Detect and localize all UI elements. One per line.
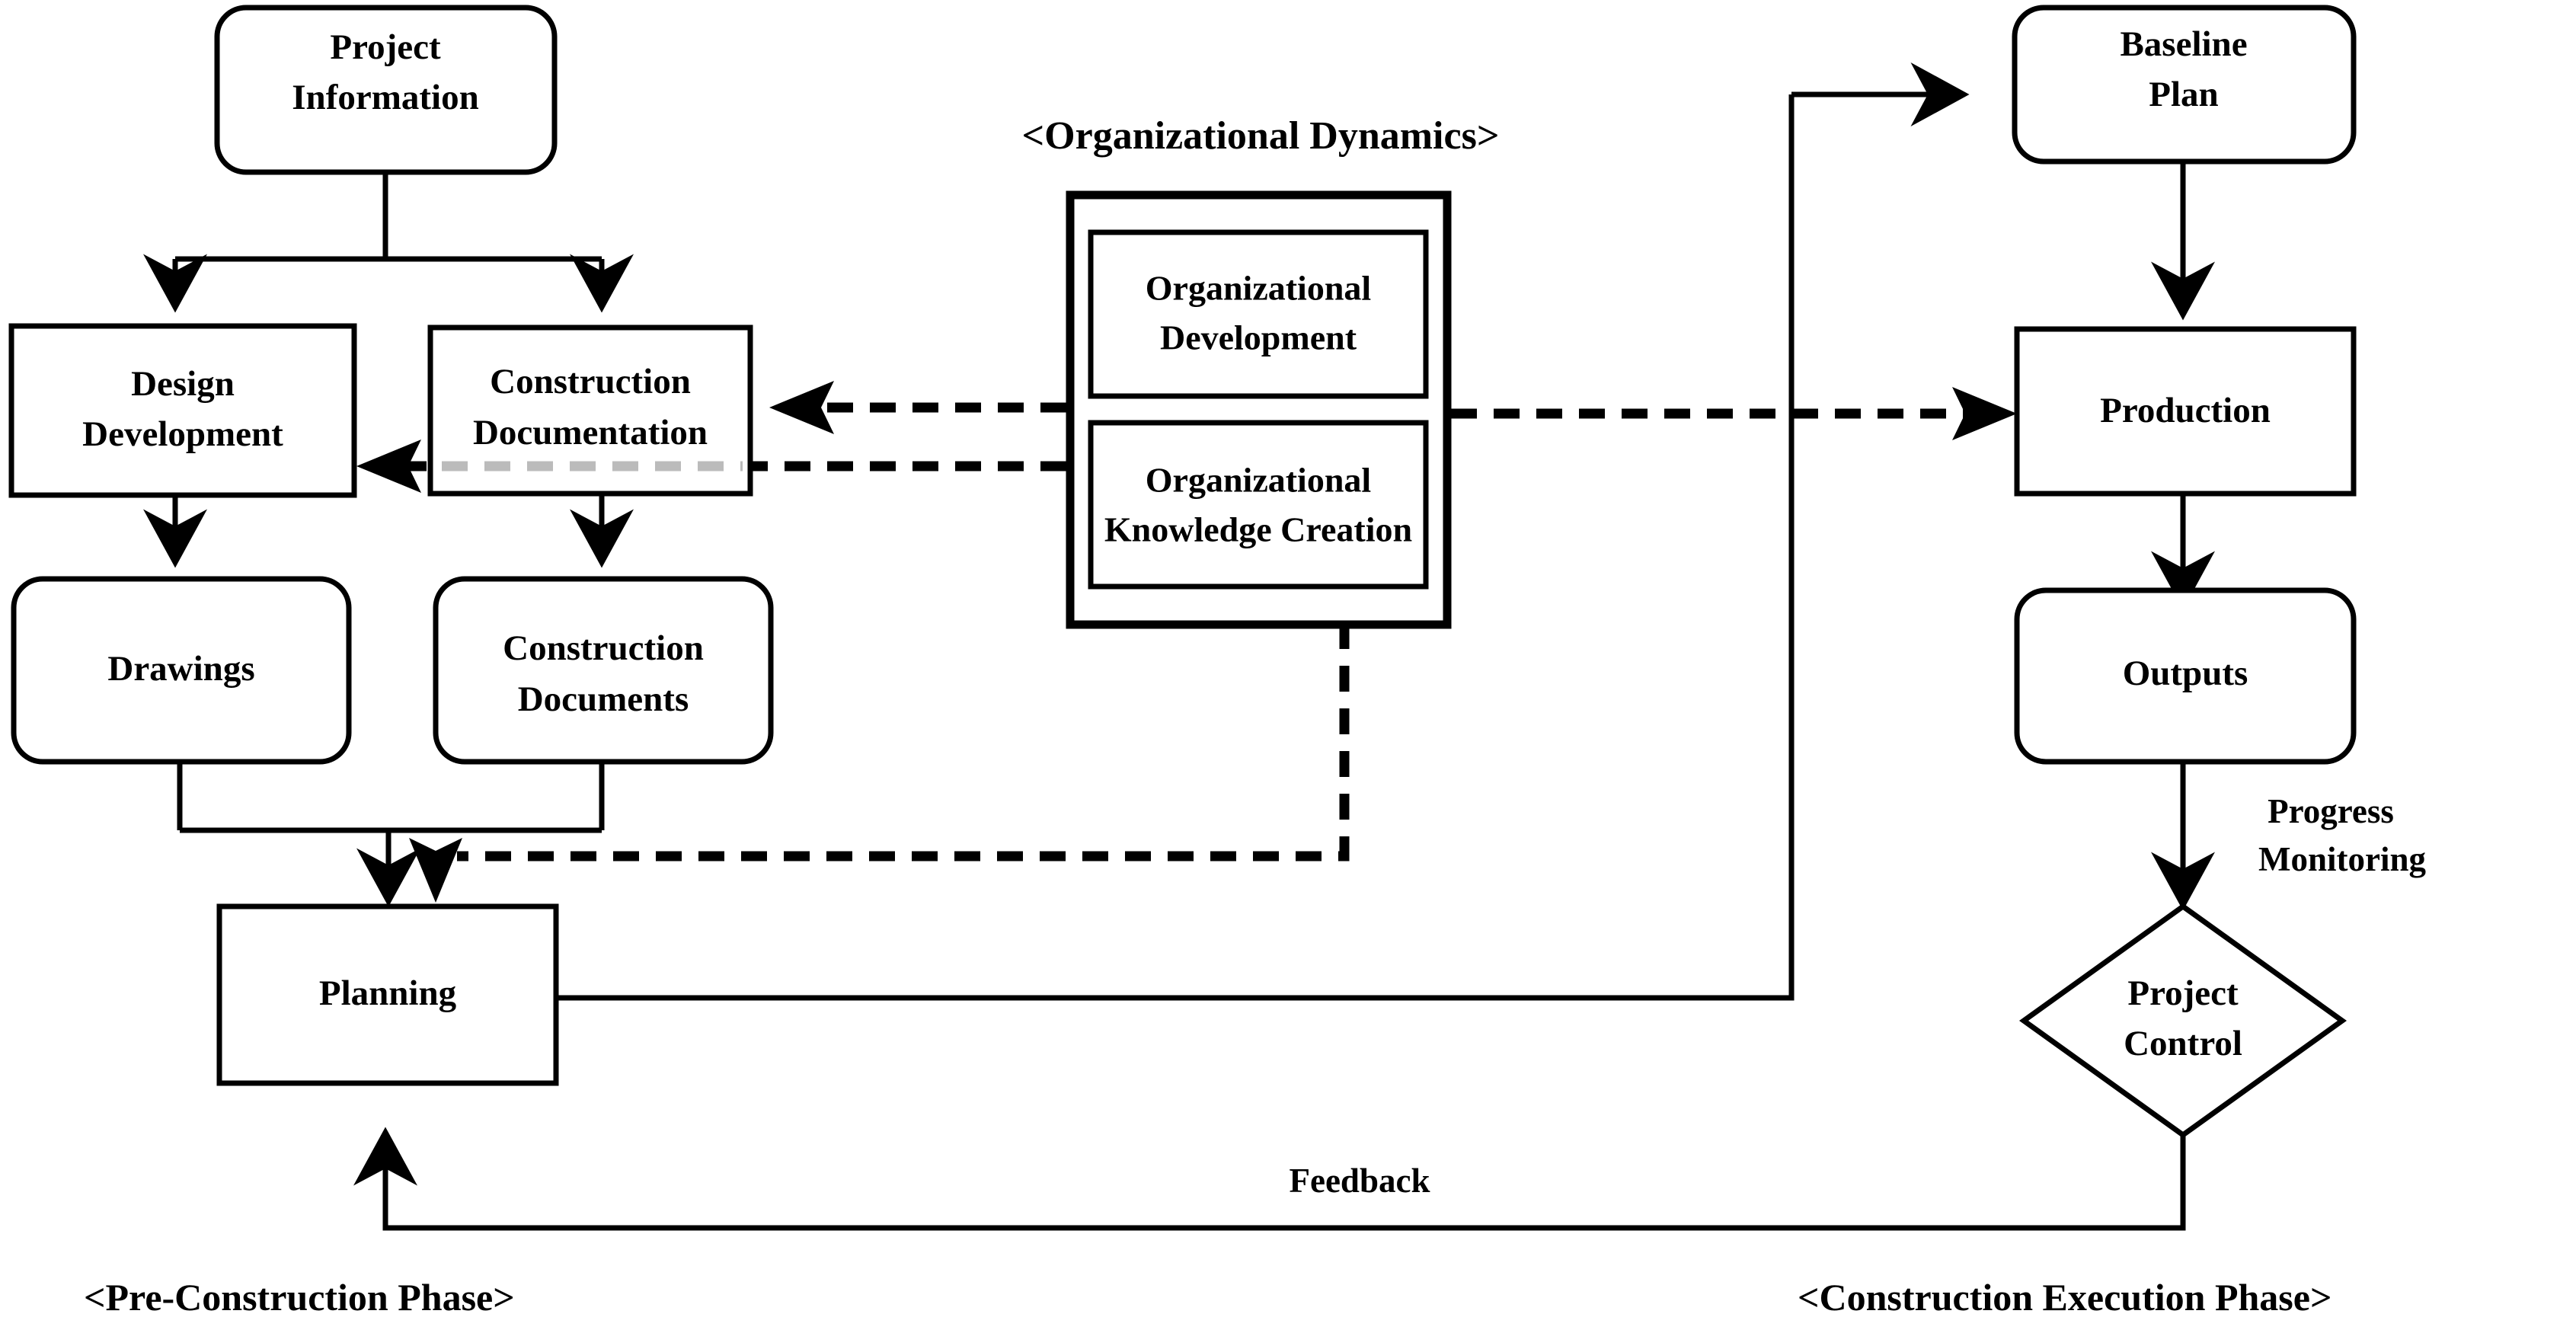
arrowhead-design (356, 440, 421, 493)
outputs-box (2014, 587, 2357, 765)
organizational-knowledge-creation-box (1088, 420, 1429, 590)
arrowhead-planning-dash (409, 838, 462, 903)
drawings-label: Drawings (107, 649, 254, 689)
arrowhead-production (1952, 387, 2017, 440)
node-drawings[interactable]: Drawings (11, 576, 352, 765)
project-information-line1: Project (330, 27, 441, 67)
project-control-line1: Project (2127, 973, 2239, 1013)
edge-feedback-loop (353, 1127, 2186, 1231)
baseline-plan-line2: Plan (2149, 75, 2218, 114)
project-information-line2: Information (292, 78, 478, 117)
organizational-development-box (1088, 229, 1429, 399)
baseline-plan-box (2012, 5, 2357, 165)
progress-monitoring-label-line1: Progress (2268, 792, 2394, 830)
construction-documents-line1: Construction (503, 628, 704, 668)
project-information-box (214, 5, 558, 175)
design-development-box (8, 323, 357, 498)
node-baseline-plan[interactable]: Baseline Plan (2012, 5, 2357, 165)
edge-planning-to-baseline-path (556, 94, 1795, 1001)
construction-documentation-line2: Documentation (473, 413, 708, 452)
construction-documents-box (433, 576, 774, 765)
phase-label-construction-execution: <Construction Execution Phase> (1798, 1276, 2332, 1319)
node-production[interactable]: Production (2014, 326, 2357, 497)
project-control-line2: Control (2124, 1024, 2242, 1063)
progress-monitoring-label-line2: Monitoring (2258, 840, 2426, 878)
production-label: Production (2100, 391, 2271, 430)
node-construction-documentation[interactable]: Construction Documentation (427, 324, 753, 497)
construction-documents-line2: Documents (518, 679, 689, 719)
node-construction-documents[interactable]: Construction Documents (433, 576, 774, 765)
construction-documentation-line1: Construction (490, 362, 691, 401)
arrowhead-constdoc (769, 381, 834, 434)
planning-label: Planning (319, 973, 457, 1013)
node-outputs[interactable]: Outputs (2014, 587, 2357, 765)
node-design-development[interactable]: Design Development (8, 323, 357, 498)
baseline-plan-line1: Baseline (2120, 24, 2247, 64)
edge-orgdyn-to-planning-dash (457, 623, 1350, 861)
organizational-development-line1: Organizational (1146, 269, 1371, 308)
organizational-development-line2: Development (1160, 318, 1357, 357)
node-project-control[interactable]: Project Control (2018, 903, 2347, 1139)
node-organizational-knowledge-creation[interactable]: Organizational Knowledge Creation (1088, 420, 1429, 590)
phase-label-pre-construction: <Pre-Construction Phase> (84, 1276, 515, 1319)
node-planning[interactable]: Planning (216, 903, 559, 1086)
organizational-knowledge-creation-line1: Organizational (1146, 461, 1371, 500)
design-development-line2: Development (82, 414, 283, 454)
design-development-line1: Design (131, 364, 235, 404)
node-organizational-development[interactable]: Organizational Development (1088, 229, 1429, 399)
organizational-dynamics-title: <Organizational Dynamics> (1022, 114, 1500, 158)
production-box (2014, 326, 2357, 497)
node-organizational-dynamics[interactable]: <Organizational Dynamics> Organizational… (1022, 114, 1500, 629)
feedback-label: Feedback (1290, 1162, 1430, 1200)
node-project-information[interactable]: Project Information (214, 5, 558, 175)
drawings-box (11, 576, 352, 765)
planning-box (216, 903, 559, 1086)
outputs-label: Outputs (2123, 654, 2248, 693)
organizational-knowledge-creation-line2: Knowledge Creation (1104, 510, 1412, 549)
project-control-diamond (2018, 903, 2347, 1139)
